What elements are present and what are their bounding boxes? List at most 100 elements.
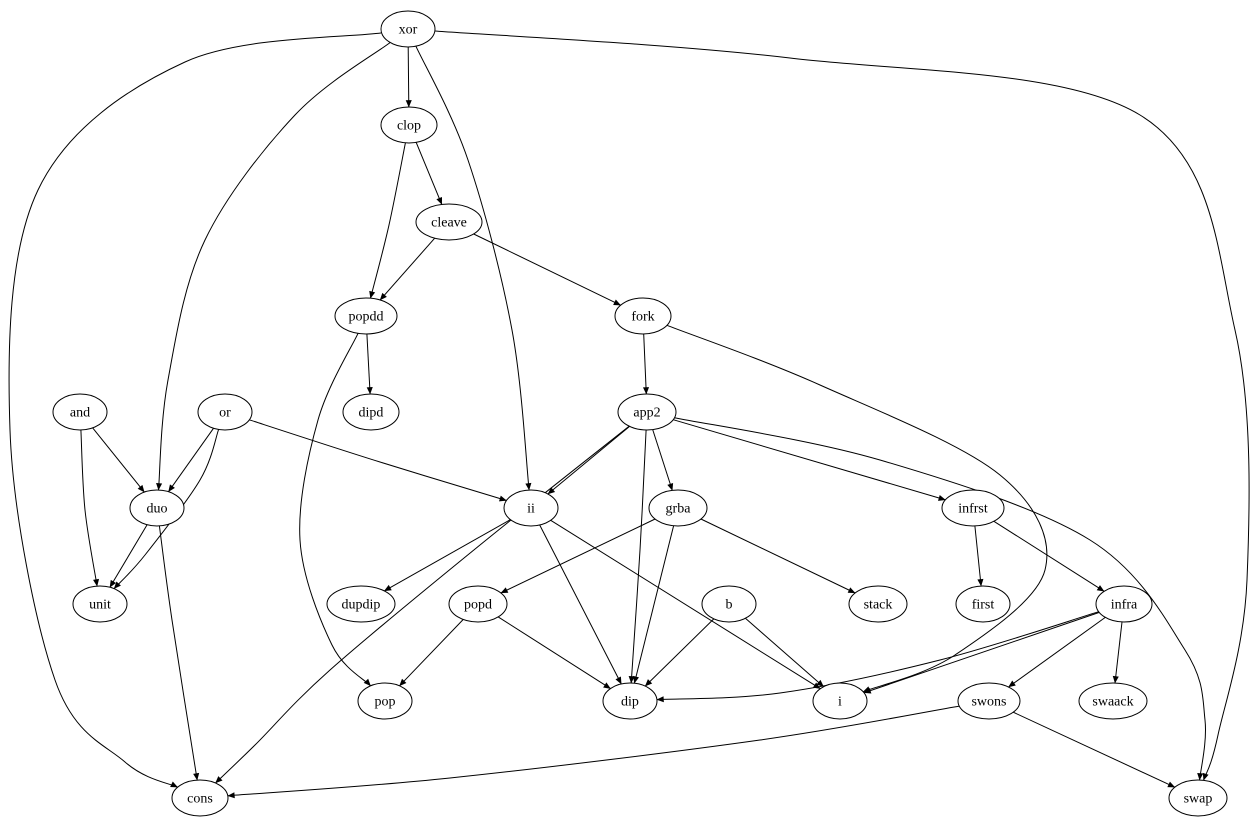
node-xor: xor xyxy=(380,10,436,48)
edge-or-duo xyxy=(168,428,214,493)
node-ellipse-first xyxy=(955,585,1011,623)
node-ellipse-infra xyxy=(1095,585,1153,623)
edge-app2-infrst xyxy=(673,419,946,501)
node-ellipse-dipd xyxy=(342,393,400,431)
node-label-cons: cons xyxy=(187,792,213,807)
node-ii: ii xyxy=(503,489,559,527)
node-swap: swap xyxy=(1168,779,1228,817)
node-label-duo: duo xyxy=(147,502,168,517)
edge-app2-grba xyxy=(652,429,674,491)
node-ellipse-swaack xyxy=(1078,682,1148,720)
node-label-dupdip: dupdip xyxy=(342,598,381,613)
node-app2: app2 xyxy=(617,393,677,431)
node-ellipse-duo xyxy=(129,489,185,527)
node-ellipse-stack xyxy=(848,585,908,623)
node-ellipse-popdd xyxy=(334,297,398,335)
node-label-ii: ii xyxy=(527,502,535,517)
edge-xor-duo xyxy=(156,42,391,491)
node-popd: popd xyxy=(448,585,508,623)
edge-infrst-infra xyxy=(993,520,1105,592)
edge-b-dip xyxy=(644,618,715,687)
edge-or-ii xyxy=(249,419,507,502)
node-duo: duo xyxy=(129,489,185,527)
node-ellipse-ii xyxy=(503,489,559,527)
edge-ii-i xyxy=(550,519,821,690)
node-label-clop: clop xyxy=(397,119,421,134)
edge-popdd-pop xyxy=(299,333,371,687)
edge-and-duo xyxy=(92,427,145,493)
node-label-swons: swons xyxy=(971,695,1006,710)
node-infra: infra xyxy=(1095,585,1153,623)
node-ellipse-infrst xyxy=(941,489,1005,527)
edge-duo-cons xyxy=(158,525,200,781)
edge-grba-dip xyxy=(633,525,675,684)
node-ellipse-fork xyxy=(614,297,672,335)
node-label-app2: app2 xyxy=(633,406,660,421)
edge-app2-dip xyxy=(628,429,647,684)
node-first: first xyxy=(955,585,1011,623)
node-cleave: cleave xyxy=(415,203,483,241)
edge-grba-popd xyxy=(500,518,656,594)
node-label-dipd: dipd xyxy=(359,406,384,421)
node-swaack: swaack xyxy=(1078,682,1148,720)
node-ellipse-i xyxy=(812,682,868,720)
edge-clop-cleave xyxy=(415,142,443,205)
node-label-first: first xyxy=(972,598,995,613)
node-ellipse-unit xyxy=(72,585,128,623)
node-i: i xyxy=(812,682,868,720)
edge-app2-swap xyxy=(674,417,1206,781)
node-label-infra: infra xyxy=(1111,598,1138,613)
edge-app2-ii xyxy=(547,426,630,495)
node-and: and xyxy=(52,393,108,431)
node-ellipse-dip xyxy=(602,682,658,720)
edge-clop-popdd xyxy=(369,142,406,299)
edge-infra-swaack xyxy=(1112,621,1123,684)
node-ellipse-cleave xyxy=(415,203,483,241)
node-infrst: infrst xyxy=(941,489,1005,527)
edge-popd-dip xyxy=(497,616,611,690)
edge-cleave-fork xyxy=(473,233,621,306)
node-ellipse-b xyxy=(701,585,757,623)
node-ellipse-and xyxy=(52,393,108,431)
edge-layer xyxy=(8,30,1250,799)
node-ellipse-grba xyxy=(648,489,708,527)
edge-and-unit xyxy=(80,429,100,587)
edge-cleave-popdd xyxy=(379,237,436,301)
edge-app2-cons xyxy=(215,425,630,784)
edge-xor-ii xyxy=(415,45,532,491)
node-swons: swons xyxy=(957,682,1021,720)
edge-fork-i xyxy=(666,324,1048,693)
node-label-unit: unit xyxy=(89,598,111,613)
node-dip: dip xyxy=(602,682,658,720)
node-label-or: or xyxy=(219,406,231,421)
edge-infra-dip xyxy=(656,611,1099,703)
edge-infra-swons xyxy=(1008,616,1106,688)
edge-xor-swap xyxy=(434,30,1250,781)
edge-ii-dip xyxy=(539,524,622,685)
node-ellipse-clop xyxy=(380,106,438,144)
edge-infrst-first xyxy=(974,525,984,587)
node-dipd: dipd xyxy=(342,393,400,431)
node-label-xor: xor xyxy=(399,23,418,38)
node-ellipse-xor xyxy=(380,10,436,48)
edge-xor-clop xyxy=(405,46,412,108)
node-label-b: b xyxy=(726,598,733,613)
node-ellipse-pop xyxy=(357,682,413,720)
node-label-popdd: popdd xyxy=(349,310,384,325)
node-stack: stack xyxy=(848,585,908,623)
node-b: b xyxy=(701,585,757,623)
node-label-dip: dip xyxy=(621,695,639,710)
edge-xor-cons xyxy=(8,32,382,788)
edge-infra-i xyxy=(863,611,1100,694)
edge-duo-unit xyxy=(109,524,148,588)
edge-grba-stack xyxy=(700,518,856,594)
node-fork: fork xyxy=(614,297,672,335)
node-popdd: popdd xyxy=(334,297,398,335)
node-ellipse-dupdip xyxy=(326,585,396,623)
node-label-swaack: swaack xyxy=(1092,695,1133,710)
edge-popdd-dipd xyxy=(366,333,373,395)
node-label-and: and xyxy=(70,406,90,421)
node-label-i: i xyxy=(838,695,842,710)
node-ellipse-popd xyxy=(448,585,508,623)
